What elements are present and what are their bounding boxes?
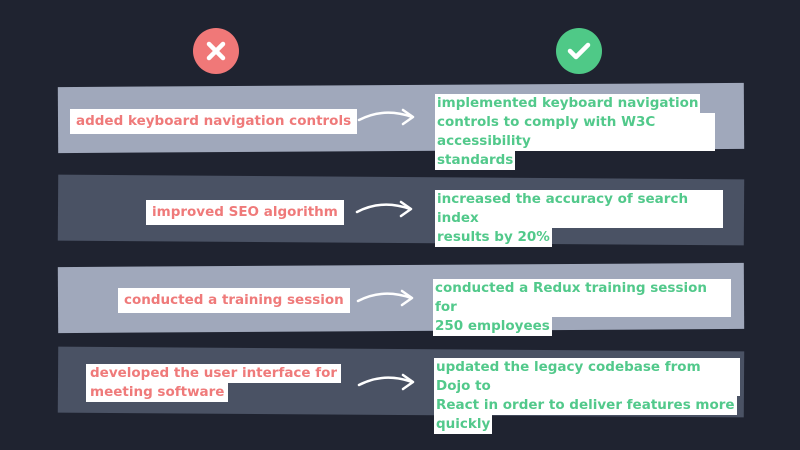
arrow-right-icon <box>356 289 414 307</box>
bad-example-label: added keyboard navigation controls <box>70 109 358 134</box>
good-line: conducted a Redux training session for <box>433 279 731 317</box>
bad-line: meeting software <box>86 383 229 402</box>
good-example-label: conducted a Redux training session for 2… <box>427 277 737 338</box>
good-line: standards <box>435 151 516 170</box>
good-example-label: increased the accuracy of search index r… <box>429 188 729 249</box>
arrow-right-icon <box>357 108 415 126</box>
good-line: 250 employees <box>433 317 552 336</box>
good-line: increased the accuracy of search index <box>435 190 723 228</box>
bad-line: developed the user interface for <box>86 364 342 383</box>
x-icon <box>193 28 239 74</box>
arrow-right-icon <box>355 200 413 218</box>
check-icon <box>556 28 602 74</box>
good-example-label: implemented keyboard navigation controls… <box>429 92 721 172</box>
bad-example-label: improved SEO algorithm <box>146 200 344 225</box>
good-line: implemented keyboard navigation <box>435 94 701 113</box>
good-line: controls to comply with W3C accessibilit… <box>435 113 715 151</box>
bad-example-label: developed the user interface for meeting… <box>82 362 346 404</box>
good-line: quickly <box>434 415 493 434</box>
good-line: updated the legacy codebase from Dojo to <box>434 358 740 396</box>
bad-example-label: conducted a training session <box>118 288 350 313</box>
good-example-label: updated the legacy codebase from Dojo to… <box>428 356 746 436</box>
good-line: React in order to deliver features more <box>434 396 737 415</box>
good-line: results by 20% <box>435 228 552 247</box>
arrow-right-icon <box>357 373 415 391</box>
